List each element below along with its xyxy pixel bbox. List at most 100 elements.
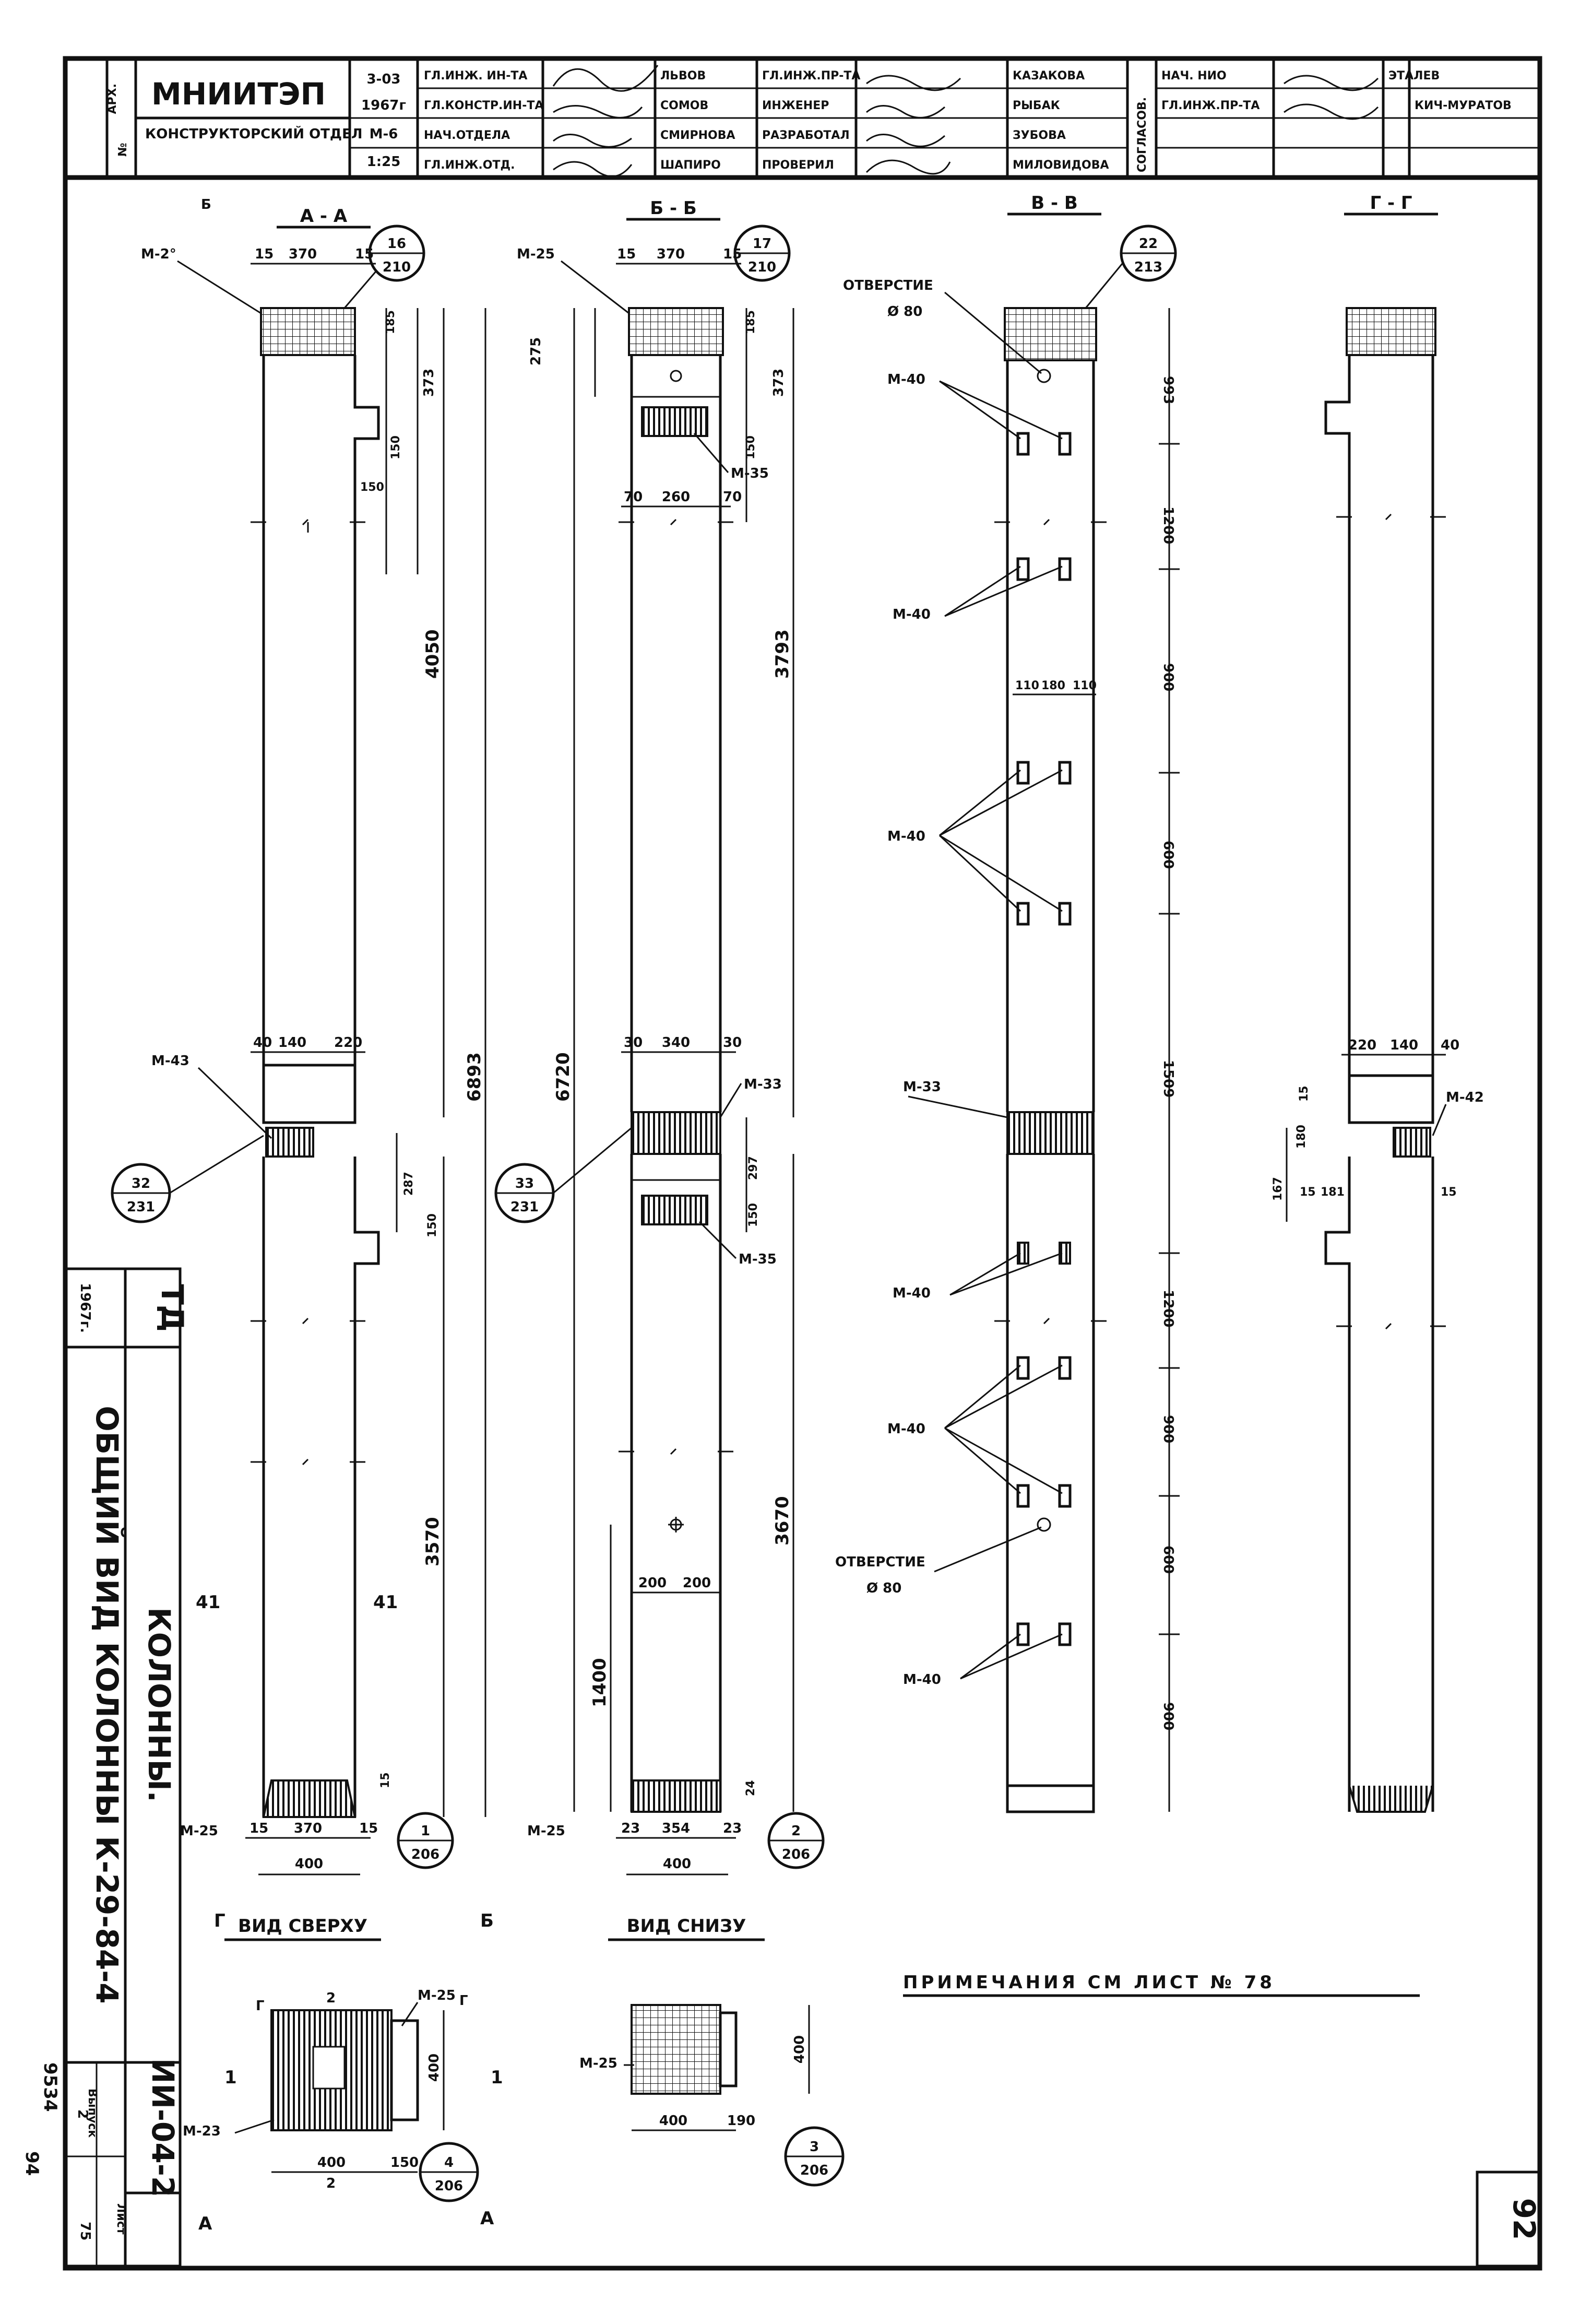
a-dim-mid-3: 220 [334, 1035, 362, 1051]
b-dim-r-4: 297 [747, 1156, 760, 1180]
a-dim-top-1: 15 [255, 246, 274, 262]
v-dim-chain [1159, 443, 1180, 1635]
top-mark-1-right: 1 [491, 2067, 503, 2088]
b-dim-r-3: 150 [744, 435, 757, 459]
v-mark-6: М-40 [887, 1421, 925, 1437]
section-b-lower-shaft [630, 1154, 722, 1812]
section-v-top-plate [1004, 307, 1097, 361]
v-dim-r-7: 900 [1160, 1415, 1176, 1443]
section-b: Б - Б 15 370 15 70 260 70 30 340 30 200 … [494, 198, 825, 1875]
role-2: ГЛ.КОНСТР.ИН-ТА [424, 99, 543, 112]
signature-5 [866, 75, 961, 91]
section-a-lower-shaft [262, 1157, 380, 1817]
section-g-base [1348, 1785, 1434, 1813]
b-dim-lower-2: 200 [683, 1575, 711, 1591]
g-dim-side-4: 15 [1300, 1186, 1316, 1199]
page-number-box: 92 [1476, 2170, 1542, 2268]
a-dim-bot-3: 15 [359, 1821, 378, 1836]
name-7: ЗУБОВА [1013, 129, 1066, 142]
v-mark-4: М-33 [903, 1079, 941, 1095]
section-g-upper-shaft [1324, 355, 1434, 1117]
a-cut-mark-3: 41 [373, 1592, 398, 1613]
top-mark-tr: Г [459, 1993, 468, 2009]
a-dim-long-3: 6893 [464, 1052, 485, 1102]
top-mark-m23: М-23 [183, 2124, 221, 2139]
b-mark-bottom: М-25 [527, 1823, 565, 1839]
b-dim-r-6: 24 [744, 1780, 757, 1796]
b-width-bottom: 400 [663, 1856, 691, 1872]
view-bottom-title: ВИД СНИЗУ [627, 1916, 746, 1937]
top-mark-2-bot: 2 [326, 2176, 336, 2191]
section-v-title: В - В [1031, 193, 1078, 214]
b-dim-long-1: 3793 [772, 629, 793, 679]
v-dim-r-8: 600 [1160, 1546, 1176, 1574]
a-cut-mark-1: Б [201, 197, 211, 213]
signature-3 [553, 134, 632, 148]
b-dim-mid-2: 340 [662, 1035, 690, 1051]
signature-8 [865, 159, 951, 175]
name-5: КАЗАКОВА [1013, 69, 1085, 82]
bottom-dim-height: 400 [792, 2035, 807, 2063]
top-ref-num: 4 [444, 2155, 454, 2170]
b-ref-top-den: 210 [748, 259, 776, 275]
section-g-title: Г - Г [1370, 193, 1412, 214]
section-a-embed-m43 [265, 1127, 314, 1158]
a-dim-mid-1: 40 [253, 1035, 272, 1051]
signature-1 [552, 65, 659, 92]
a-ref-bottom-den: 206 [411, 1847, 439, 1862]
top-mark-m25: М-25 [418, 1988, 456, 2003]
b-dim-upper-1: 70 [624, 489, 643, 505]
g-mark-mid: М-42 [1446, 1090, 1484, 1105]
b-dim-left-2: 6720 [553, 1052, 574, 1102]
top-dim-height: 400 [426, 2054, 442, 2082]
a-mark-bottom: М-25 [180, 1823, 218, 1839]
view-top-title: ВИД СВЕРХУ [238, 1916, 367, 1937]
a-dim-bot-1: 15 [250, 1821, 268, 1836]
section-g-lower-shaft [1324, 1157, 1434, 1812]
v-hole-label-bottom: ОТВЕРСТИЕ [835, 1554, 925, 1570]
number-label: № [116, 143, 129, 157]
a-ref-top-num: 16 [387, 236, 406, 252]
top-ref-den: 206 [435, 2178, 463, 2194]
b-ref-bottom-num: 2 [791, 1823, 801, 1839]
section-a-top-plate [260, 307, 356, 356]
b-mark-lower: М-35 [739, 1252, 777, 1267]
a-dim-r-6: 150 [426, 1213, 439, 1237]
role-6: ИНЖЕНЕР [762, 99, 829, 112]
v-ref-top-den: 213 [1134, 259, 1162, 275]
a-dim-r-7: 15 [379, 1772, 392, 1788]
name-8: МИЛОВИДОВА [1013, 159, 1109, 172]
g-dim-mid-2: 140 [1390, 1037, 1418, 1053]
dept-name: КОНСТРУКТОРСКИЙ ОТДЕЛ [145, 125, 362, 142]
v-mark-2: М-40 [893, 607, 931, 622]
a-mark-mid: М-43 [151, 1053, 189, 1069]
agreed-label: СОГЛАСОВ. [1136, 97, 1149, 172]
section-b-base [631, 1779, 721, 1813]
a-dim-r-2: 373 [421, 369, 437, 397]
name-10: КИЧ-МУРАТОВ [1415, 99, 1512, 112]
name-6: РЫБАК [1013, 99, 1060, 112]
v-dim-r-1: 993 [1160, 376, 1176, 404]
v-mark-1: М-40 [887, 372, 925, 387]
b-dim-top-1: 15 [617, 246, 636, 262]
v-dim-r-3: 900 [1160, 663, 1176, 691]
b-dim-top-2: 370 [657, 246, 685, 262]
b-ref-mid-den: 231 [510, 1199, 539, 1215]
v-dim-r-9: 900 [1160, 1702, 1176, 1730]
name-1: ЛЬВОВ [660, 69, 706, 82]
name-9: ЭТАЛЕВ [1388, 69, 1440, 82]
section-g-top-plate [1346, 307, 1436, 356]
stamp-series: ИИ-04-2 [145, 2058, 181, 2197]
side-stamp: ТД 1967г. КОЛОННЫ. ОБЩИЙ ВИД КОЛОННЫ К-2… [21, 1267, 190, 2268]
b-dim-top-3: 15 [723, 246, 742, 262]
a-cut-mark-4: Г [214, 1910, 225, 1931]
top-mark-2-top: 2 [326, 1990, 336, 2006]
a-dim-long-1: 4050 [422, 629, 443, 679]
v-detail-1: 110 [1015, 679, 1039, 692]
v-hole-size-top: Ø 80 [887, 304, 922, 320]
org-name: МНИИТЭП [151, 76, 326, 112]
v-dim-r-6: 1200 [1160, 1290, 1176, 1327]
stamp-sheet: 75 [77, 2222, 93, 2240]
section-a-title: А - А [300, 206, 348, 227]
note: ПРИМЕЧАНИЯ СМ ЛИСТ № 78 [903, 1972, 1275, 1993]
